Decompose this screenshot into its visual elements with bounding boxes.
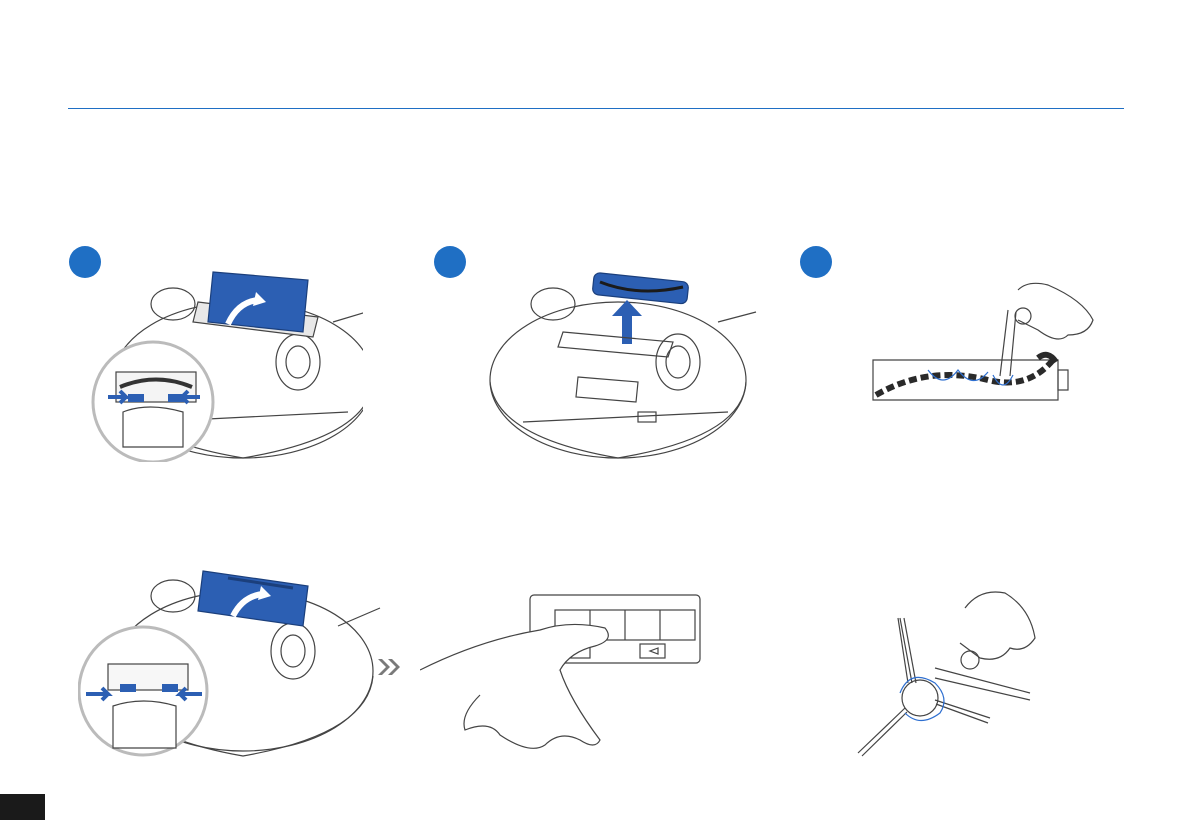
step-3-circle-icon <box>800 246 832 278</box>
page-number-tab <box>0 794 45 820</box>
brush-hair-cleaning-illustration <box>868 280 1108 440</box>
header-divider-line <box>68 108 1124 109</box>
side-brush-cleaning-illustration <box>850 588 1050 763</box>
robot-cover-removal-illustration <box>88 262 363 462</box>
next-step-chevron-icon <box>376 657 402 677</box>
robot-cover-reinstall-illustration <box>78 556 383 761</box>
cloth-wipe-sensor-illustration <box>420 590 710 760</box>
robot-brush-lift-illustration <box>488 262 763 462</box>
step-2-circle-icon <box>434 246 466 278</box>
